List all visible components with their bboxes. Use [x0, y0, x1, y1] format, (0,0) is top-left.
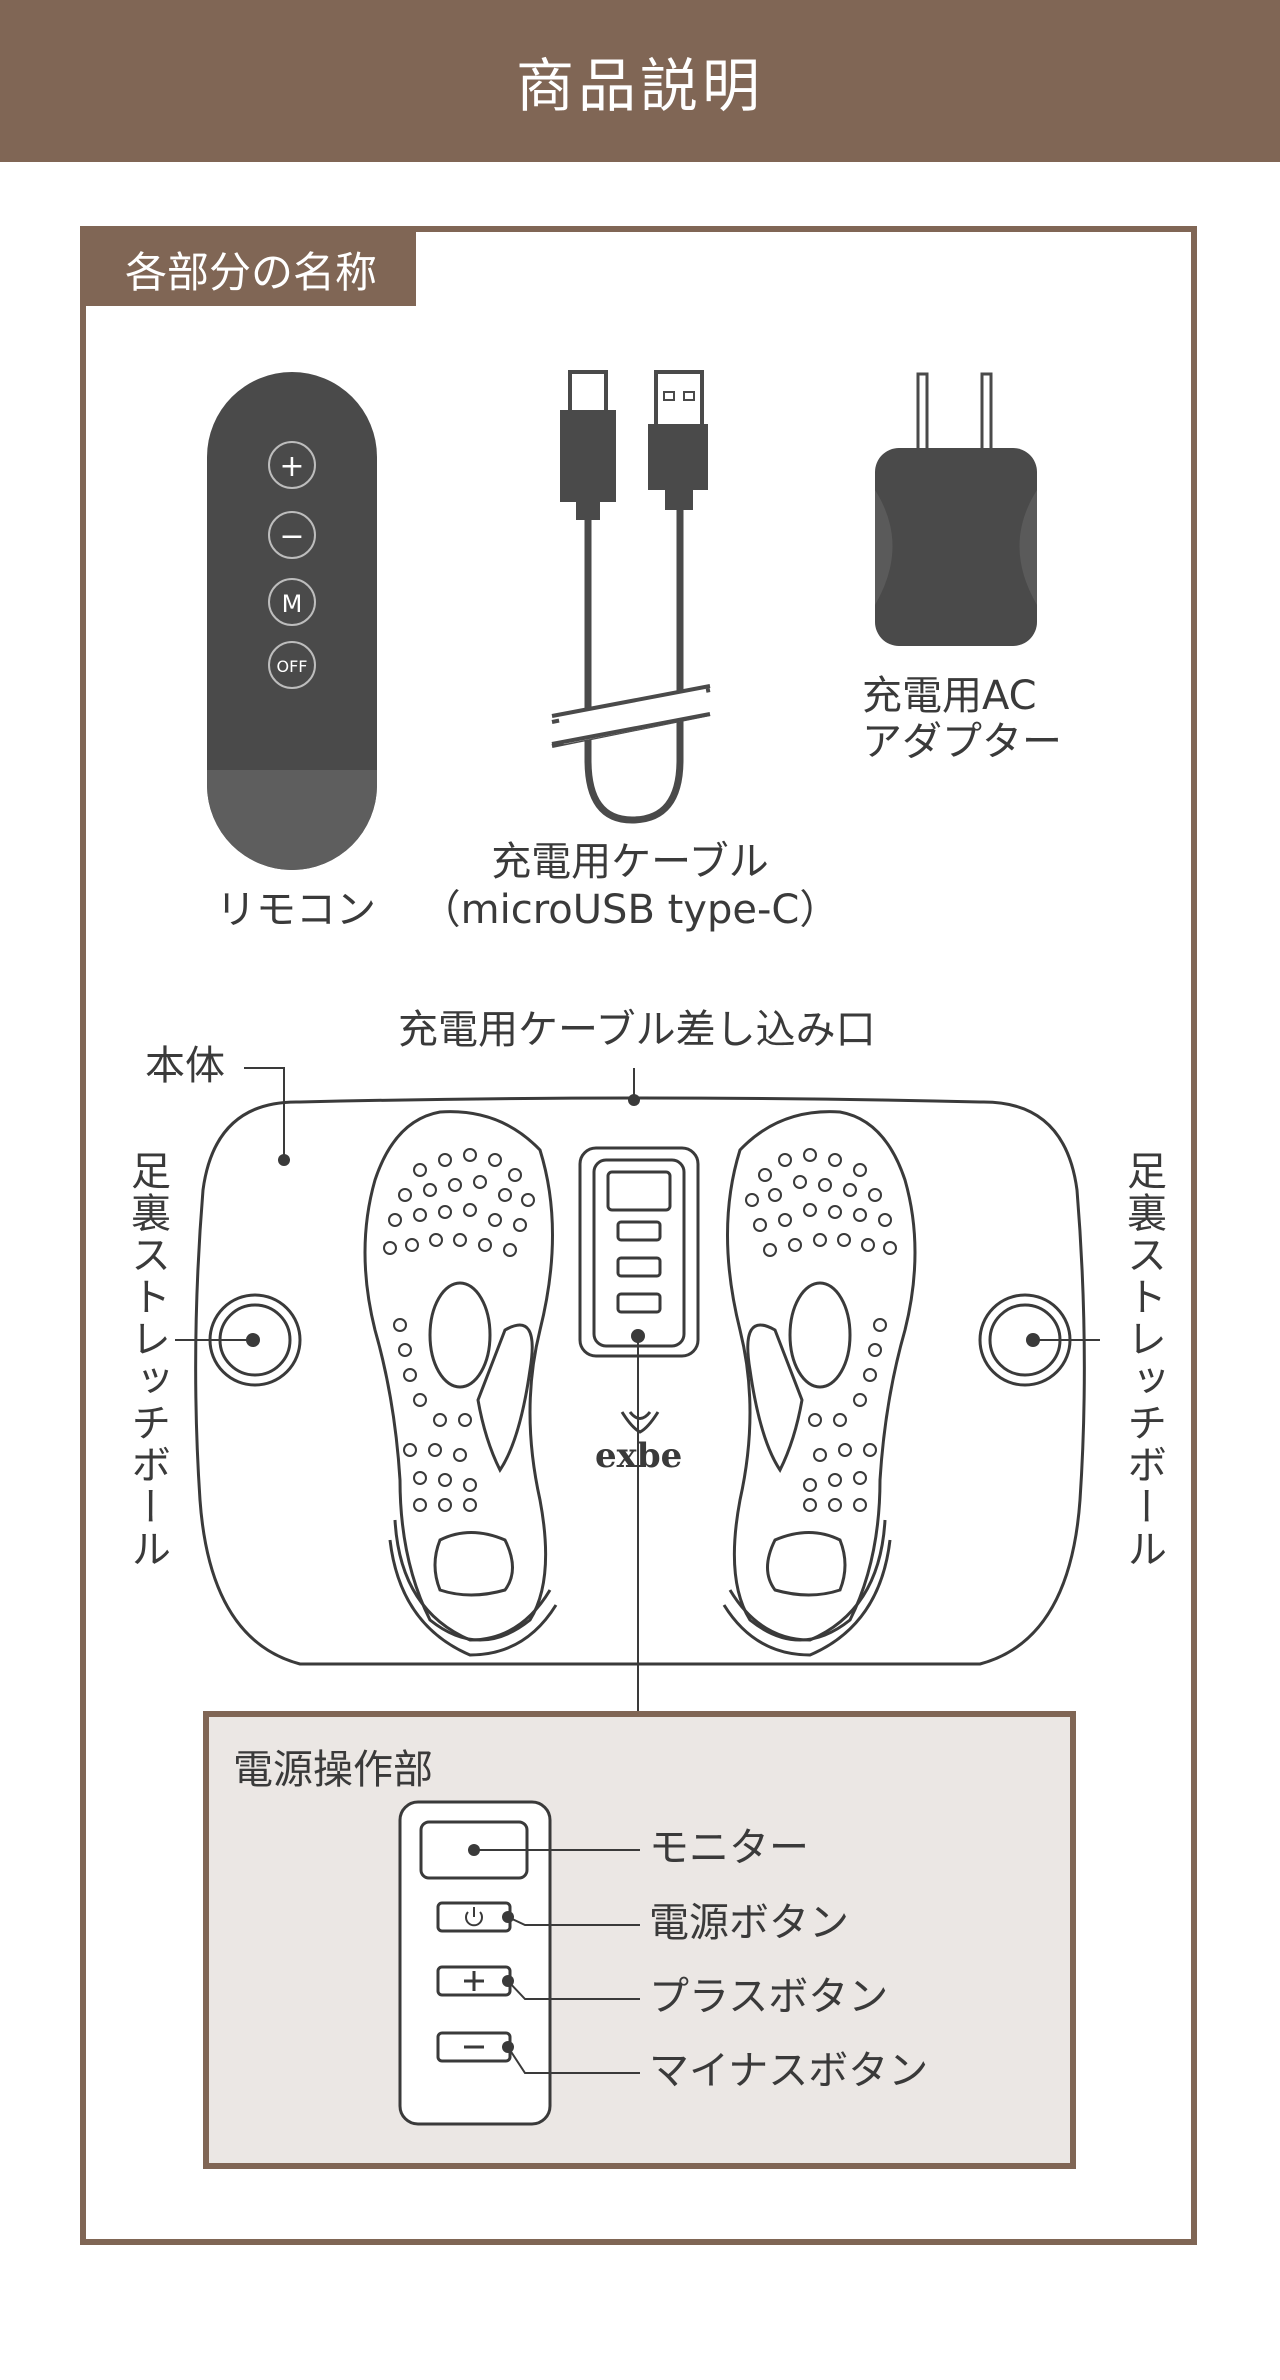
brand-name: exbe	[595, 1436, 683, 1476]
cable-icon	[551, 370, 711, 824]
page-header: 商品説明	[0, 0, 1280, 162]
cable-label-line1: 充電用ケーブル	[491, 839, 769, 885]
power-button-label: 電源ボタン	[649, 1900, 849, 1946]
callout-dots	[246, 1094, 1040, 1347]
minus-button-label: マイナスボタン	[649, 2048, 929, 2094]
cable-label-line2: （microUSB type-C）	[420, 887, 840, 933]
right-stretch-ball-label: 足裏ストレッチボール	[1120, 1150, 1166, 1570]
callout-lines	[175, 1067, 1100, 1711]
adapter-label-line2: アダプター	[862, 719, 1062, 765]
charging-port-label: 充電用ケーブル差し込み口	[398, 1007, 876, 1053]
panel-diagram	[398, 1800, 640, 2126]
panel-title: 電源操作部	[233, 1747, 433, 1793]
main-unit-icon	[194, 1096, 1086, 1666]
plus-button-label: プラスボタン	[649, 1974, 889, 2020]
svg-text:OFF: OFF	[277, 657, 308, 676]
power-control-panel: 電源操作部 モニター 電源ボタン プラスボタ	[203, 1711, 1076, 2169]
parts-section: 各部分の名称	[80, 226, 1197, 2245]
ac-adapter-icon	[875, 372, 1037, 646]
foot-massage-dots-icon	[383, 1148, 897, 1512]
adapter-label-line1: 充電用AC	[862, 673, 1037, 719]
power-icon	[465, 1907, 483, 1927]
left-stretch-ball-label: 足裏ストレッチボール	[124, 1150, 170, 1570]
remote-icon: + − M OFF	[207, 372, 377, 870]
plus-icon	[464, 1971, 484, 1991]
main-unit-label: 本体	[145, 1043, 225, 1089]
svg-text:+: +	[279, 449, 304, 484]
remote-label: リモコン	[216, 887, 376, 933]
page-title: 商品説明	[515, 52, 764, 120]
brand-logo-icon	[620, 1411, 660, 1434]
section-tag: 各部分の名称	[86, 232, 416, 306]
svg-text:−: −	[279, 519, 304, 554]
monitor-label: モニター	[649, 1825, 809, 1871]
svg-text:M: M	[282, 590, 303, 618]
